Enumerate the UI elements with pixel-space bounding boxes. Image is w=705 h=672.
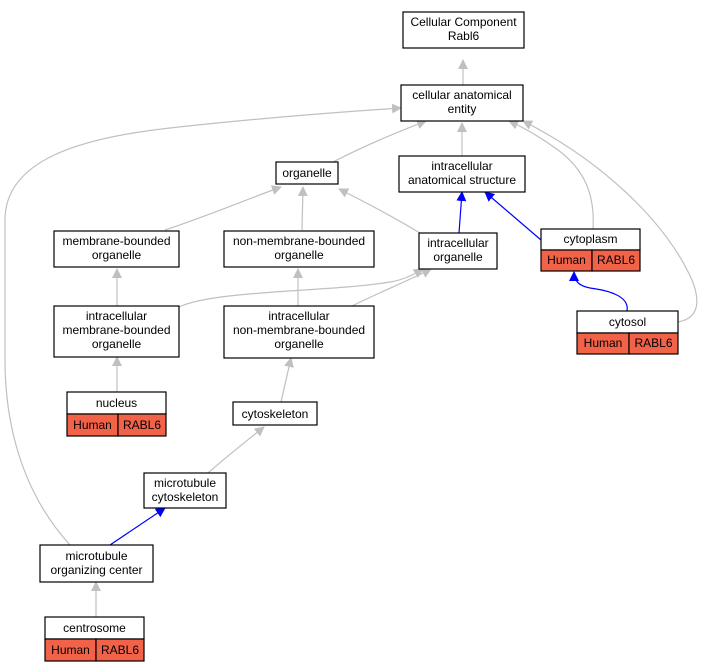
node-ias-line-1: intracellular: [431, 159, 492, 173]
node-mbo-line-1: membrane-bounded: [62, 234, 170, 248]
badge-cytosol-gene-label: RABL6: [634, 336, 672, 350]
node-mtoc-line-1: microtubule: [65, 549, 127, 563]
node-imbo-line-3: organelle: [92, 337, 142, 351]
node-ias-line-2: anatomical structure: [408, 173, 516, 187]
node-nmbo-line-2: organelle: [274, 248, 324, 262]
badge-centrosome-gene-label: RABL6: [101, 643, 139, 657]
badge-cytosol-human-label: Human: [584, 336, 623, 350]
node-organelle-line-1: organelle: [282, 166, 332, 180]
node-non-membrane-bounded-organelle[interactable]: non-membrane-bounded organelle: [223, 230, 375, 268]
node-cytoskeleton-line-1: cytoskeleton: [242, 407, 309, 421]
edge-cytoplasm-to-ias[interactable]: [484, 191, 542, 241]
edge-mtoc-to-cae: [4, 103, 402, 546]
node-mtcyto-line-2: cytoskeleton: [152, 490, 219, 504]
node-mtoc-line-2: organizing center: [50, 563, 142, 577]
node-intracellular-membrane-bounded-organelle[interactable]: intracellular membrane-bounded organelle: [53, 305, 180, 358]
node-imbo-line-1: intracellular: [86, 309, 147, 323]
node-centrosome-label: centrosome: [63, 621, 126, 635]
node-cellular-anatomical-entity[interactable]: cellular anatomical entity: [400, 84, 524, 122]
node-imbo-line-2: membrane-bounded: [62, 323, 170, 337]
edge-inmbo-to-io: [349, 268, 432, 308]
badge-cytosol-gene[interactable]: [628, 332, 679, 355]
badge-cytoplasm-human-label: Human: [547, 253, 586, 267]
node-root[interactable]: Cellular Component Rabl6: [402, 11, 525, 49]
node-nucleus-label: nucleus: [96, 396, 137, 410]
edge-cytoskeleton-to-inmbo: [280, 357, 294, 403]
node-mtcyto-line-1: microtubule: [154, 476, 216, 490]
node-cytosol-label: cytosol: [609, 315, 646, 329]
edge-io-to-ias[interactable]: [456, 191, 467, 234]
node-layer: Cellular Component Rabl6 cellular anatom…: [39, 11, 679, 662]
badge-centrosome-gene[interactable]: [95, 638, 145, 662]
edge-mtoc-to-mtcyto[interactable]: [109, 507, 166, 546]
node-io-line-1: intracellular: [427, 236, 488, 250]
node-cytoskeleton[interactable]: cytoskeleton: [232, 401, 318, 426]
node-mbo-line-2: organelle: [92, 248, 142, 262]
node-cae-line-2: entity: [448, 102, 477, 116]
badge-nucleus-human-label: Human: [73, 418, 112, 432]
node-membrane-bounded-organelle[interactable]: membrane-bounded organelle: [53, 230, 180, 268]
node-nucleus[interactable]: nucleus Human RABL6: [66, 391, 167, 437]
edge-imbo-to-io: [178, 268, 424, 308]
node-cytoplasm[interactable]: cytoplasm Human RABL6: [540, 228, 641, 272]
node-root-line-2: Rabl6: [448, 29, 480, 43]
node-microtubule-organizing-center[interactable]: microtubule organizing center: [39, 544, 154, 583]
node-cytosol[interactable]: cytosol Human RABL6: [576, 310, 679, 355]
edge-cytosol-to-cae: [522, 120, 698, 323]
node-root-line-1: Cellular Component: [410, 15, 517, 29]
badge-nucleus-gene-label: RABL6: [123, 418, 161, 432]
node-cae-line-1: cellular anatomical: [412, 88, 511, 102]
node-nmbo-line-1: non-membrane-bounded: [233, 234, 365, 248]
edge-layer: [4, 59, 698, 617]
node-inmbo-line-1: intracellular: [268, 309, 329, 323]
edge-nmbo-to-organelle: [297, 186, 308, 231]
edge-cytosol-to-cytoplasm[interactable]: [569, 271, 628, 312]
node-microtubule-cytoskeleton[interactable]: microtubule cytoskeleton: [143, 472, 227, 509]
edge-mbo-to-organelle: [164, 185, 282, 231]
node-intracellular-organelle[interactable]: intracellular organelle: [418, 232, 498, 270]
badge-cytoplasm-gene[interactable]: [591, 249, 641, 272]
node-intracellular-non-membrane-bounded-organelle[interactable]: intracellular non-membrane-bounded organ…: [223, 305, 375, 359]
badge-centrosome-human-label: Human: [51, 643, 90, 657]
edge-organelle-to-cae: [332, 119, 427, 163]
node-cytoplasm-label: cytoplasm: [563, 232, 617, 246]
badge-nucleus-gene[interactable]: [117, 413, 167, 437]
node-intracellular-anatomical-structure[interactable]: intracellular anatomical structure: [398, 155, 526, 193]
node-inmbo-line-2: non-membrane-bounded: [233, 323, 365, 337]
node-organelle[interactable]: organelle: [275, 161, 339, 185]
edge-mtcyto-to-cytoskeleton: [207, 426, 265, 474]
node-inmbo-line-3: organelle: [274, 337, 324, 351]
node-centrosome[interactable]: centrosome Human RABL6: [44, 616, 145, 662]
badge-cytoplasm-gene-label: RABL6: [597, 253, 635, 267]
edge-io-to-organelle: [338, 188, 421, 234]
node-io-line-2: organelle: [433, 250, 483, 264]
